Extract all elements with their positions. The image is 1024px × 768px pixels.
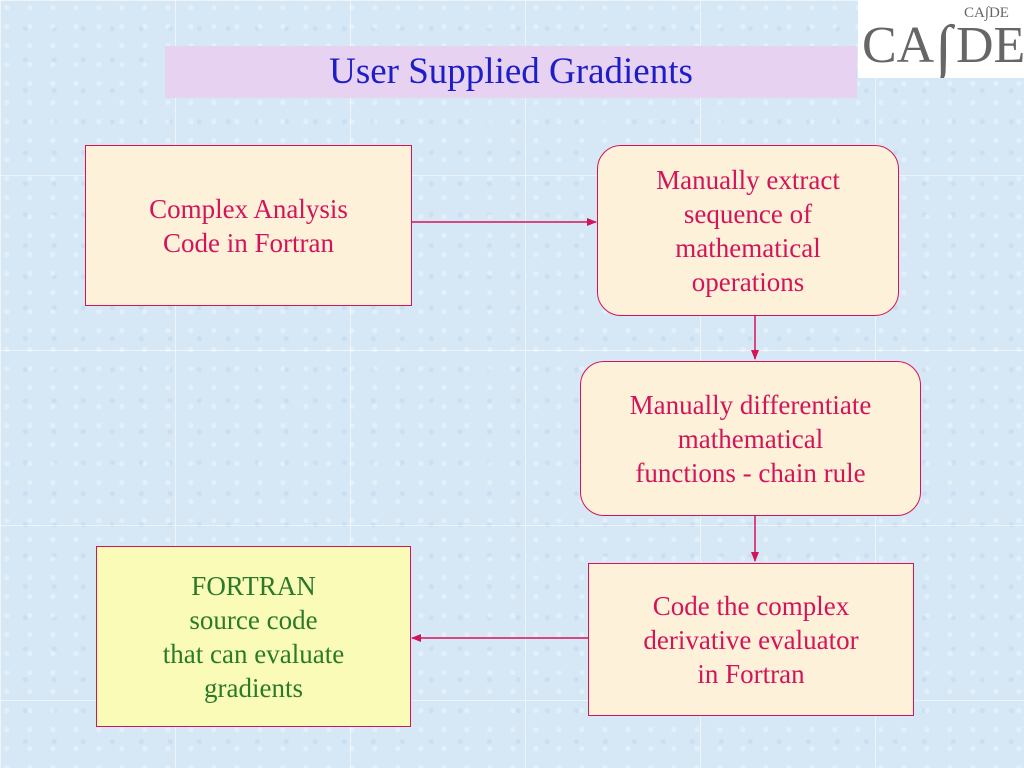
box-source-code: Complex Analysis Code in Fortran: [85, 145, 412, 306]
box-manual-differentiate-text: Manually differentiate mathematical func…: [629, 389, 872, 488]
box-manual-extract-text: Manually extract sequence of mathematica…: [656, 164, 840, 297]
box-fortran-output-text: FORTRAN source code that can evaluate gr…: [162, 570, 345, 703]
logo-text-left: CA: [862, 17, 935, 74]
box-fortran-output: FORTRAN source code that can evaluate gr…: [96, 546, 411, 727]
box-code-evaluator: Code the complex derivative evaluator in…: [588, 563, 914, 716]
cade-logo: CA∫DE CA ∫ DE: [858, 0, 1024, 78]
logo-text-right: DE: [956, 17, 1024, 74]
title-band: [165, 46, 857, 98]
box-manual-extract: Manually extract sequence of mathematica…: [597, 145, 899, 316]
logo-small-text: CA∫DE: [964, 5, 1009, 21]
box-code-evaluator-text: Code the complex derivative evaluator in…: [643, 590, 859, 689]
cade-logo-graphic: CA∫DE CA ∫ DE: [862, 5, 1024, 78]
box-source-code-text: Complex Analysis Code in Fortran: [149, 193, 348, 258]
box-manual-differentiate: Manually differentiate mathematical func…: [580, 361, 921, 516]
slide-title: User Supplied Gradients: [329, 51, 693, 92]
logo-integral: ∫: [931, 14, 956, 78]
